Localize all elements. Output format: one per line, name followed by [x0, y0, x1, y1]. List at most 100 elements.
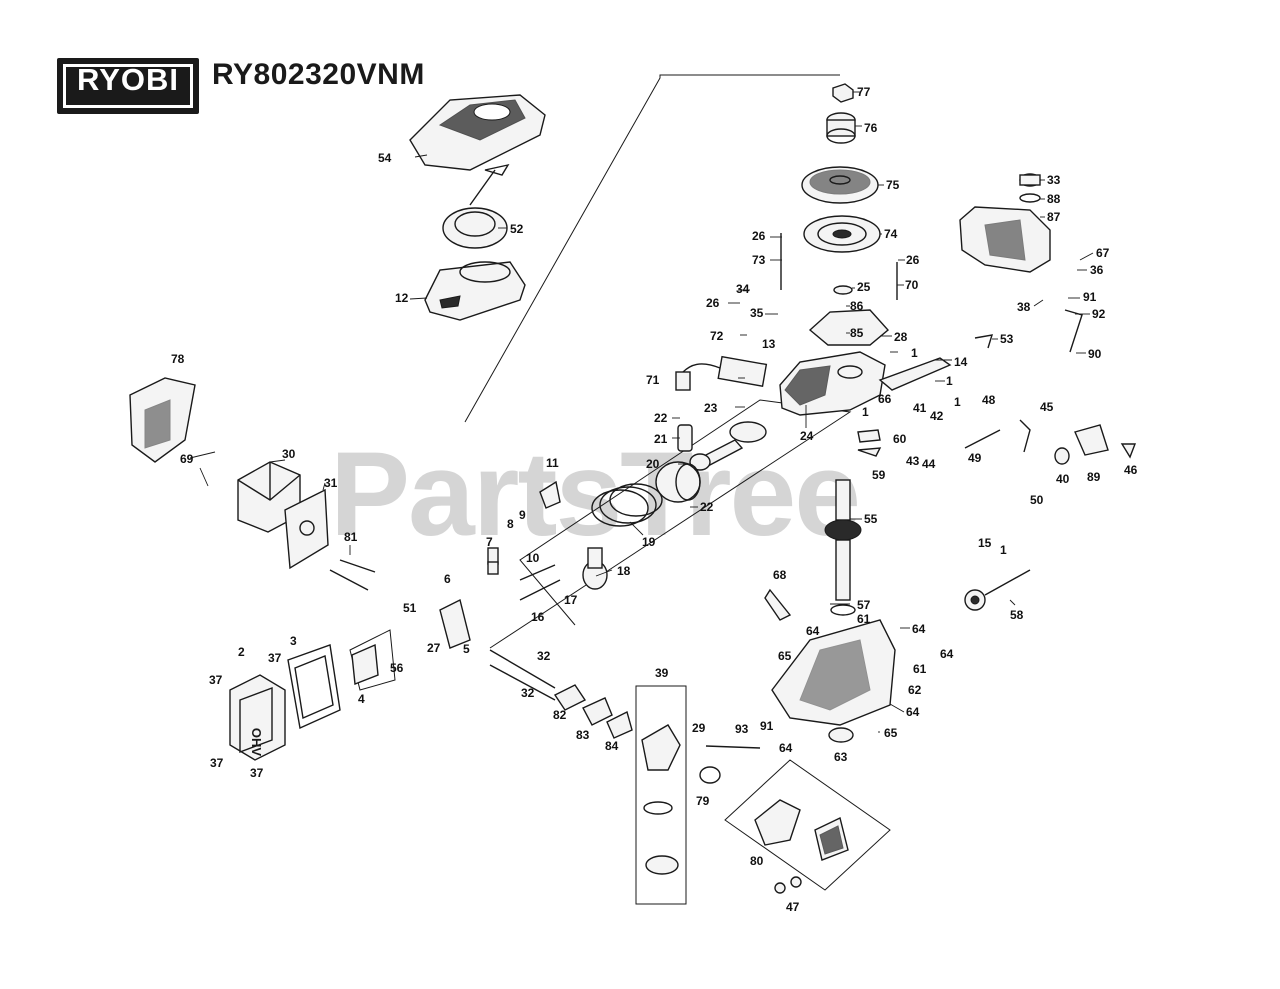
shim-59	[857, 447, 882, 457]
callout-32-b: 32	[521, 686, 535, 700]
valve-train-frame	[489, 399, 852, 649]
callout-20: 20	[646, 457, 660, 471]
blower-housing	[424, 261, 526, 321]
callout-61-a: 61	[857, 612, 871, 626]
bracket-53	[974, 334, 994, 349]
callout-70: 70	[905, 278, 919, 292]
callout-68: 68	[773, 568, 787, 582]
air-filter	[754, 799, 849, 861]
callout-90: 90	[1088, 347, 1102, 361]
ignition-coil-bracket	[808, 309, 890, 346]
callout-55: 55	[864, 512, 878, 526]
callout-50: 50	[1030, 493, 1044, 507]
callout-38: 38	[1017, 300, 1031, 314]
control-bracket	[1074, 424, 1109, 456]
valve-cover	[229, 674, 286, 761]
callout-93: 93	[735, 722, 749, 736]
valve-cover-gasket	[287, 644, 341, 730]
callout-67: 67	[1096, 246, 1110, 260]
callout-71: 71	[646, 373, 660, 387]
oil-seal-63	[828, 727, 854, 743]
logo-border	[63, 64, 193, 108]
callout-26-b: 26	[906, 253, 920, 267]
callout-69: 69	[180, 452, 194, 466]
callout-92: 92	[1092, 307, 1106, 321]
callout-28: 28	[894, 330, 908, 344]
callout-15: 15	[978, 536, 992, 550]
callout-5: 5	[463, 642, 470, 656]
callout-82: 82	[553, 708, 567, 722]
callout-10: 10	[526, 551, 540, 565]
spacer-83	[582, 697, 613, 726]
callout-57: 57	[857, 598, 871, 612]
callout-25: 25	[857, 280, 871, 294]
callout-91-a: 91	[1083, 290, 1097, 304]
callout-22-a: 22	[654, 411, 668, 425]
callout-21: 21	[654, 432, 668, 446]
callout-59: 59	[872, 468, 886, 482]
muffler-shield	[129, 377, 196, 463]
connecting-rod	[689, 421, 767, 471]
callout-75: 75	[886, 178, 900, 192]
callout-24: 24	[800, 429, 814, 443]
cooling-fan	[801, 166, 879, 204]
callout-60: 60	[893, 432, 907, 446]
exhaust-bolt-b	[339, 559, 376, 573]
rocker-bracket	[878, 357, 952, 391]
oil-pan	[771, 619, 896, 726]
brand-logo: RYOBI	[57, 58, 199, 114]
callout-83: 83	[576, 728, 590, 742]
recoil-starter	[442, 163, 510, 249]
callout-12: 12	[395, 291, 409, 305]
callout-1-e: 1	[1000, 543, 1007, 557]
callout-84: 84	[605, 739, 619, 753]
callout-2: 2	[238, 645, 245, 659]
callout-17: 17	[564, 593, 578, 607]
callout-62: 62	[908, 683, 922, 697]
callout-63: 63	[834, 750, 848, 764]
starter-cup	[826, 112, 856, 144]
callout-44: 44	[922, 457, 936, 471]
callout-64-c: 64	[940, 647, 954, 661]
callout-80: 80	[750, 854, 764, 868]
spark-plug	[539, 480, 561, 509]
callout-61-b: 61	[913, 662, 927, 676]
callout-78: 78	[171, 352, 185, 366]
gasket-79	[699, 766, 721, 784]
callout-58: 58	[1010, 608, 1024, 622]
callout-81: 81	[344, 530, 358, 544]
valve-cover-ohv-text: OHV	[249, 728, 264, 757]
callout-53: 53	[1000, 332, 1014, 346]
push-rod-b	[519, 579, 561, 601]
clip-46	[1120, 443, 1137, 459]
callout-64-b: 64	[912, 622, 926, 636]
callout-40: 40	[1056, 472, 1070, 486]
callout-47: 47	[786, 900, 800, 914]
brand-logo-text: RYOBI	[76, 62, 180, 97]
governor-spring	[964, 429, 1001, 449]
callout-54: 54	[378, 151, 392, 165]
callout-19: 19	[642, 535, 656, 549]
flywheel	[803, 215, 881, 253]
intake-stud-a	[489, 649, 556, 689]
callout-42: 42	[930, 409, 944, 423]
callout-16: 16	[531, 610, 545, 624]
callout-49: 49	[968, 451, 982, 465]
callout-8: 8	[507, 517, 514, 531]
gasket-60	[857, 429, 881, 443]
crankshaft	[824, 479, 862, 601]
callout-4: 4	[358, 692, 365, 706]
callout-41: 41	[913, 401, 927, 415]
fuel-line	[705, 745, 761, 749]
callout-79: 79	[696, 794, 710, 808]
callout-64-d: 64	[906, 705, 920, 719]
callout-91-b: 91	[760, 719, 774, 733]
spacer-82	[553, 684, 587, 711]
callout-46: 46	[1124, 463, 1138, 477]
carburetor	[641, 724, 681, 875]
callout-76: 76	[864, 121, 878, 135]
throttle-lever	[1019, 419, 1031, 453]
callout-33: 33	[1047, 173, 1061, 187]
callout-26-a: 26	[752, 229, 766, 243]
